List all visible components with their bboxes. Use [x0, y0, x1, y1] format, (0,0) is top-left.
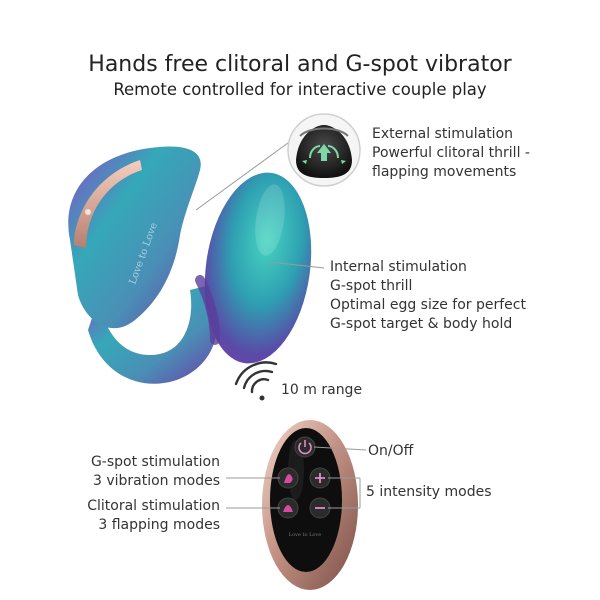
- internal-line-1: Internal stimulation: [330, 259, 467, 275]
- flapping-mode-icon: [283, 505, 293, 512]
- internal-line-3: Optimal egg size for perfect: [330, 297, 526, 313]
- intensity-label: 5 intensity modes: [366, 484, 492, 500]
- external-line-1: External stimulation: [372, 126, 514, 142]
- vibrator-device: Love to Love: [68, 146, 312, 384]
- zoom-inset: [287, 113, 361, 187]
- egg-highlight: [255, 184, 285, 256]
- external-line-3: flapping movements: [372, 164, 517, 180]
- flap-left-icon: [309, 145, 321, 159]
- device-led-icon: [85, 209, 91, 215]
- device-curve: [88, 285, 218, 384]
- remote-logo-text: Love to Love: [289, 532, 321, 538]
- clitoral-line-1: Clitoral stimulation: [87, 498, 220, 514]
- onoff-pointer-line: [313, 446, 367, 451]
- gspot-line-2: 3 vibration modes: [92, 473, 220, 489]
- power-icon: [298, 442, 312, 455]
- gspot-line-1: G-spot stimulation: [90, 454, 220, 470]
- internal-callout: Internal stimulation G-spot thrill Optim…: [330, 258, 526, 334]
- gspot-callout: G-spot stimulation 3 vibration modes: [40, 453, 220, 491]
- external-line-2: Powerful clitoral thrill -: [372, 145, 530, 161]
- vibration-mode-icon: [284, 474, 293, 483]
- device-connector: [195, 275, 220, 345]
- internal-line-4: G-spot target & body hold: [330, 316, 513, 332]
- plus-icon: [315, 473, 325, 483]
- internal-line-2: G-spot thrill: [330, 278, 413, 294]
- page-subtitle: Remote controlled for interactive couple…: [113, 80, 487, 99]
- wifi-signal-icon: [234, 361, 278, 401]
- external-callout: External stimulation Powerful clitoral t…: [372, 125, 530, 182]
- onoff-label: On/Off: [368, 443, 414, 459]
- clitoral-line-2: 3 flapping modes: [98, 517, 220, 533]
- internal-pointer-line: [269, 261, 325, 269]
- range-label: 10 m range: [281, 382, 363, 398]
- device-control-strip: [74, 160, 142, 248]
- page-title: Hands free clitoral and G-spot vibrator: [88, 52, 512, 77]
- clitoral-callout: Clitoral stimulation 3 flapping modes: [40, 497, 220, 535]
- device-clitoral-arm: [68, 146, 201, 329]
- device-gspot-egg: [204, 172, 312, 364]
- up-arrow-icon: [317, 144, 331, 161]
- flap-right-icon: [327, 145, 339, 159]
- remote-control: Love to Love: [262, 420, 358, 590]
- external-pointer-line: [195, 139, 293, 211]
